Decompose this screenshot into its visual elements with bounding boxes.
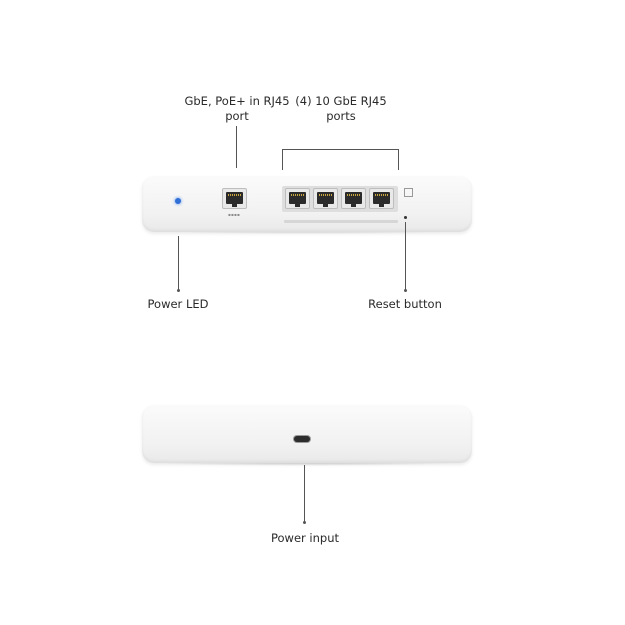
reset-button-leader [405,222,406,290]
ports-bracket-left [282,149,283,170]
uplink-port-callout: GbE, PoE+ in RJ45 port [182,94,292,124]
uplink-port-leader [236,126,237,168]
power-led-label: Power LED [147,297,209,311]
reset-button-hole [404,216,407,219]
rj45-port-3 [341,188,366,209]
qr-code-icon [404,188,413,197]
uplink-port-callout-line2: port [225,109,249,123]
uplink-rj45-port [222,188,247,209]
ports-label-bar [284,220,398,223]
rj45-port-2 [313,188,338,209]
power-led-leader [178,236,179,290]
back-device-body [142,405,472,463]
front-device-body: ▪▪▪▪ [142,176,472,232]
reset-button-leader-dot [404,289,407,292]
ports-callout: (4) 10 GbE RJ45 ports [286,94,396,124]
reset-button-label: Reset button [368,297,442,311]
rj45-port-1 [285,188,310,209]
power-input-leader-dot [303,521,306,524]
power-led-light [175,198,181,204]
power-led-leader-dot [177,289,180,292]
power-input-leader [304,465,305,522]
ports-callout-line1: (4) 10 GbE RJ45 [295,94,387,108]
uplink-port-callout-line1: GbE, PoE+ in RJ45 [184,94,290,108]
ports-bracket-top [282,149,399,150]
rj45-port-4 [369,188,394,209]
power-input-label: Power input [270,531,339,545]
usb-c-power-port [294,436,310,442]
ports-bracket-right [398,149,399,170]
uplink-port-marking: ▪▪▪▪ [228,212,241,217]
ports-callout-line2: ports [326,109,356,123]
